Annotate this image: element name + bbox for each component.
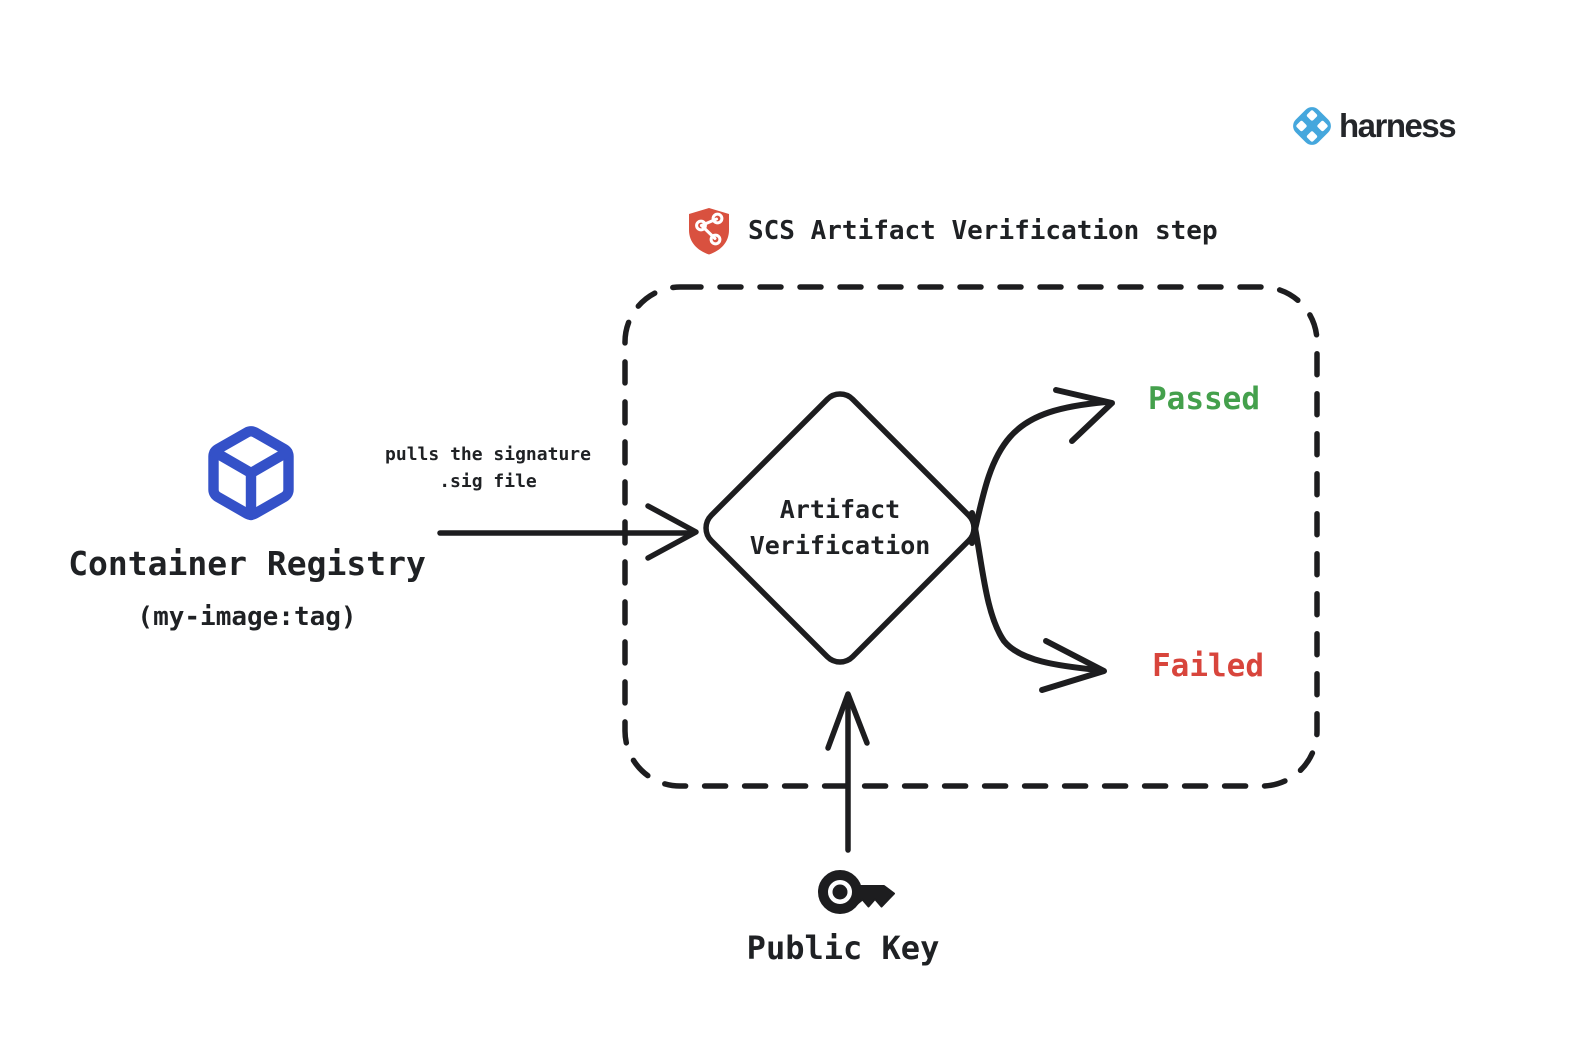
public-key-label: Public Key <box>746 929 940 967</box>
decision-label-line2: Verification <box>749 531 931 560</box>
brand-wordmark: harness <box>1339 107 1457 144</box>
pull-arrow-label: pulls the signature .sig file <box>385 441 591 495</box>
decision-label-line1: Artifact <box>779 495 901 524</box>
container-registry-label: Container Registry <box>68 544 426 583</box>
step-header: SCS Artifact Verification step <box>687 206 1218 256</box>
container-registry-image-tag: (my-image:tag) <box>137 602 357 632</box>
pull-arrow-label-line2: .sig file <box>439 471 537 492</box>
outcome-passed-label: Passed <box>1148 381 1260 417</box>
public-key-arrow <box>825 691 870 853</box>
public-key-icon <box>818 870 895 914</box>
branch-failed-arrow <box>969 510 1107 693</box>
brand-logo: harness <box>1288 102 1457 150</box>
pull-arrow <box>437 503 699 561</box>
step-header-title: SCS Artifact Verification step <box>748 216 1218 246</box>
branch-passed-arrow <box>969 387 1115 546</box>
outcome-failed-label: Failed <box>1152 648 1264 684</box>
container-registry-cube-icon <box>208 426 294 521</box>
pull-arrow-label-line1: pulls the signature <box>385 444 591 465</box>
harness-logo-icon <box>1293 107 1331 145</box>
shield-graph-icon <box>689 208 729 255</box>
step-boundary-box <box>622 284 1320 789</box>
decision-label: Artifact Verification <box>750 492 931 564</box>
decision-diamond <box>703 391 977 665</box>
